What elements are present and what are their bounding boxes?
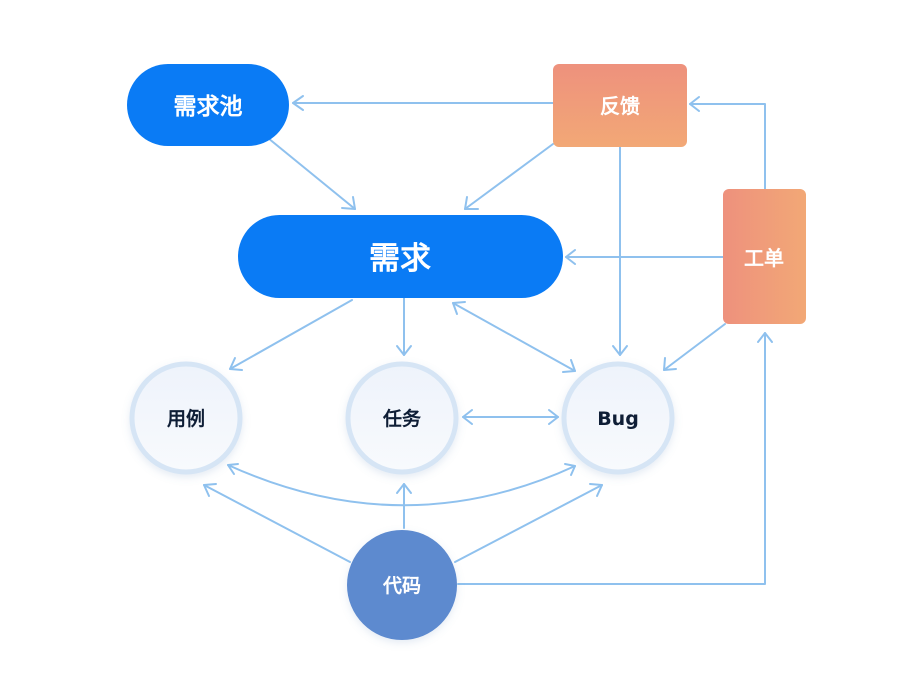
- edge-requirement-bug: [452, 302, 576, 372]
- arrowhead: [689, 96, 700, 112]
- bug-label: Bug: [597, 408, 639, 430]
- arrowhead: [562, 359, 576, 373]
- task-shape: [345, 361, 459, 475]
- edge-ticket-to-feedback: [689, 103, 766, 190]
- edge-pool-to-requirement: [267, 137, 356, 210]
- arrowhead: [757, 332, 773, 343]
- arrowhead: [452, 301, 466, 315]
- arrowhead: [229, 357, 243, 371]
- feedback-label: 反馈: [600, 94, 640, 118]
- bug-shape: [561, 361, 675, 475]
- node-code[interactable]: 代码: [347, 530, 457, 640]
- arrowhead: [663, 357, 677, 371]
- edge-ticket-to-bug: [663, 323, 726, 371]
- requirement-shape: [238, 215, 563, 298]
- edge-usecase-bug-curve: [227, 464, 576, 507]
- arrowhead: [227, 463, 239, 475]
- node-requirement-pool[interactable]: 需求池: [127, 64, 289, 146]
- node-task[interactable]: 任务: [345, 361, 459, 475]
- ticket-shape: [723, 189, 806, 324]
- arrowhead: [396, 345, 412, 356]
- arrowhead: [203, 483, 217, 497]
- node-ticket[interactable]: 工单: [723, 189, 806, 324]
- arrowhead: [464, 196, 479, 210]
- code-label: 代码: [382, 575, 421, 597]
- requirement-pool-shape: [127, 64, 289, 146]
- use-case-shape: [129, 361, 243, 475]
- edge-code-to-ticket: [457, 332, 766, 585]
- edge-code-to-bug: [454, 484, 603, 563]
- arrowhead: [396, 483, 412, 494]
- node-bug[interactable]: Bug: [561, 361, 675, 475]
- task-label: 任务: [382, 407, 422, 430]
- node-use-case[interactable]: 用例: [129, 361, 243, 475]
- arrowhead: [564, 463, 576, 476]
- arrowhead: [565, 249, 576, 265]
- requirement-label: 需求: [369, 241, 431, 277]
- node-requirement[interactable]: 需求: [238, 215, 563, 298]
- arrowhead: [462, 409, 473, 425]
- edge-code-to-usecase: [203, 484, 351, 563]
- ticket-label: 工单: [744, 246, 784, 270]
- feedback-shape: [553, 64, 687, 147]
- arrowhead: [589, 483, 603, 497]
- node-feedback[interactable]: 反馈: [553, 64, 687, 147]
- code-shape: [347, 530, 457, 640]
- arrowhead: [341, 196, 356, 210]
- arrowhead: [612, 345, 628, 356]
- edge-feedback-to-requirement: [464, 143, 554, 210]
- edge-requirement-to-usecase: [229, 299, 353, 370]
- arrowhead: [292, 95, 304, 111]
- requirement-pool-label: 需求池: [174, 94, 243, 120]
- arrowhead: [548, 409, 559, 425]
- use-case-label: 用例: [167, 407, 205, 430]
